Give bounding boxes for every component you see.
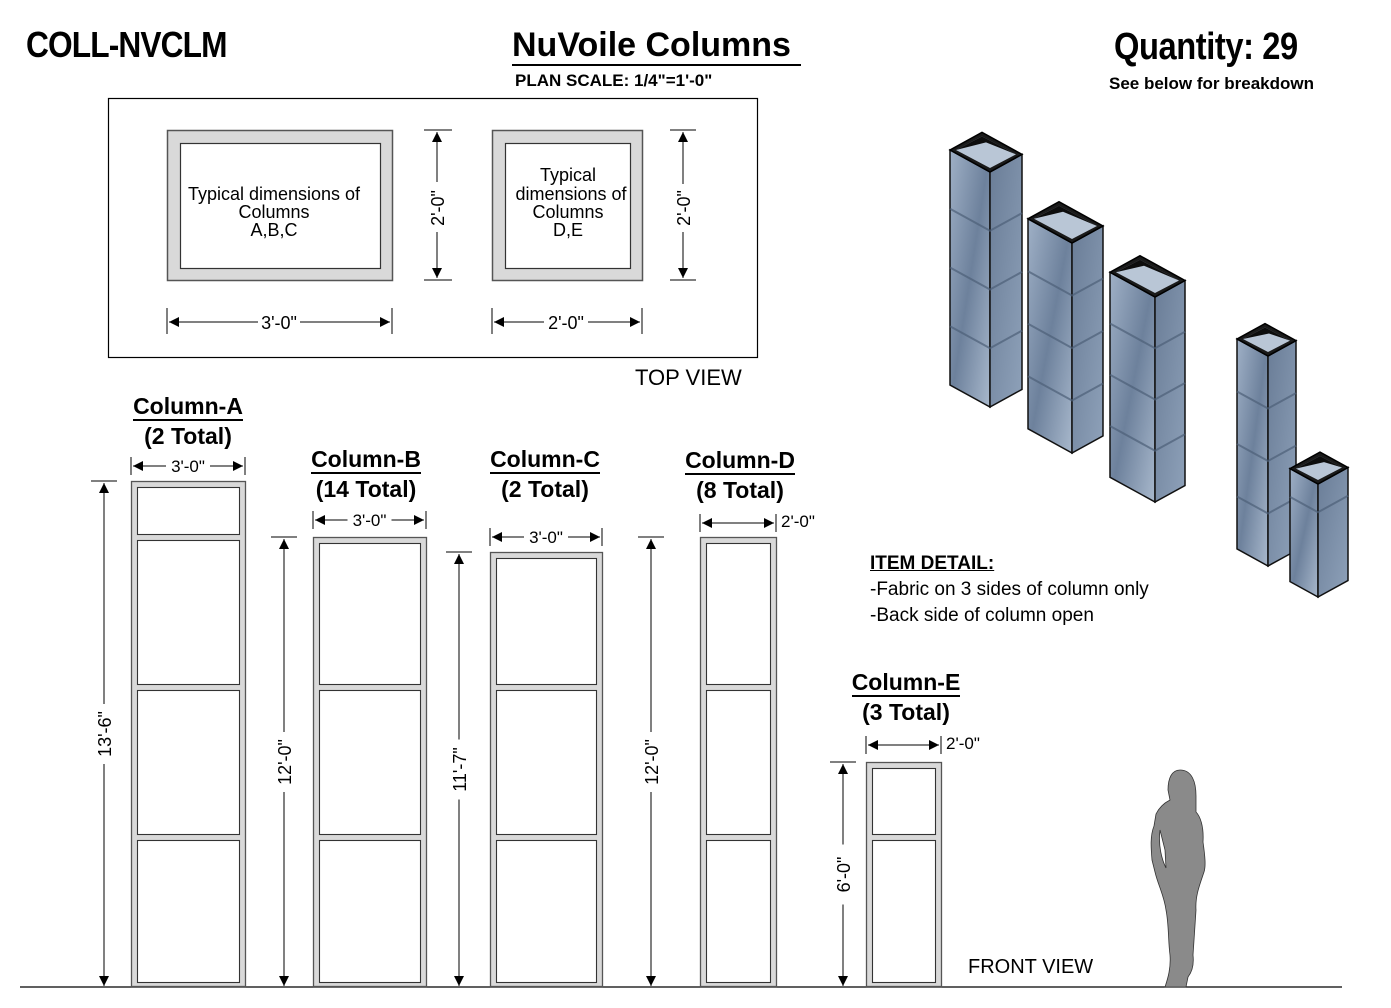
column-panel	[705, 689, 772, 836]
column-panel	[495, 557, 598, 686]
column-width-label: 3'-0"	[529, 528, 563, 547]
column-a-elevation: 13'-6" 3'-0"	[91, 457, 247, 988]
plan-de-caption-2: dimensions of	[515, 184, 627, 204]
column-e-heading: Column-E (3 Total)	[836, 667, 976, 727]
column-b-total: (14 Total)	[315, 476, 417, 502]
page-title: NuVoile Columns	[512, 26, 801, 66]
column-height-label: 12'-0"	[275, 739, 295, 785]
plan-de-width: 2'-0"	[548, 313, 584, 333]
column-panel	[495, 839, 598, 984]
column-e-total: (3 Total)	[862, 699, 950, 725]
column-c-elevation: 11'-7" 3'-0"	[446, 528, 604, 988]
product-code: COLL-NVCLM	[26, 24, 227, 65]
top-view-label: TOP VIEW	[635, 365, 742, 390]
column-a-heading: Column-A (2 Total)	[118, 391, 258, 451]
column-panel	[136, 839, 241, 984]
iso-column-e	[1288, 451, 1350, 599]
front-view-columns: 13'-6" 3'-0" 12'-0" 3'-0" 11'-7" 3'-0" 12'-0" 2…	[91, 457, 980, 988]
column-height-label: 13'-6"	[95, 711, 115, 757]
plan-de-caption-3: Columns	[532, 202, 603, 222]
isometric-renderings	[948, 131, 1350, 599]
column-c-name: Column-C	[490, 446, 600, 474]
column-panel	[705, 542, 772, 686]
column-width-label: 2'-0"	[946, 734, 980, 753]
column-panel	[318, 542, 422, 686]
column-a-total: (2 Total)	[144, 423, 232, 449]
item-detail-heading: ITEM DETAIL:	[870, 553, 995, 574]
column-height-label: 11'-7"	[450, 747, 470, 792]
column-panel	[495, 689, 598, 836]
plan-de-depth: 2'-0"	[674, 190, 694, 226]
column-b-name: Column-B	[311, 446, 421, 474]
column-d-elevation: 12'-0" 2'-0"	[638, 512, 815, 988]
column-panel	[705, 839, 772, 984]
human-silhouette-icon	[1150, 769, 1206, 988]
iso-column-a	[948, 131, 1024, 409]
column-width-label: 3'-0"	[171, 457, 205, 476]
iso-column-c	[1108, 254, 1187, 504]
column-panel	[136, 689, 241, 836]
plan-de: Typical dimensions of Columns D,E 2'-0" …	[491, 129, 696, 334]
column-e-elevation: 6'-0" 2'-0"	[830, 734, 980, 988]
column-b-heading: Column-B (14 Total)	[296, 444, 436, 504]
quantity-subtitle: See below for breakdown	[1109, 74, 1314, 93]
column-d-heading: Column-D (8 Total)	[670, 445, 810, 505]
column-e-name: Column-E	[851, 669, 961, 697]
item-detail-line-1: -Fabric on 3 sides of column only	[870, 579, 1149, 600]
column-c-heading: Column-C (2 Total)	[475, 444, 615, 504]
column-width-label: 3'-0"	[353, 511, 387, 530]
column-d-name: Column-D	[685, 447, 795, 475]
column-height-label: 12'-0"	[642, 739, 662, 785]
column-a-name: Column-A	[133, 393, 243, 421]
plan-abc-caption-3: A,B,C	[250, 220, 297, 240]
iso-column-d	[1235, 322, 1298, 568]
column-panel	[871, 839, 937, 984]
column-panel	[318, 689, 422, 836]
plan-de-caption-4: D,E	[553, 220, 583, 240]
plan-abc: Typical dimensions of Columns A,B,C 3'-0…	[166, 129, 452, 334]
plan-abc-depth: 2'-0"	[428, 190, 448, 226]
column-width-label: 2'-0"	[781, 512, 815, 531]
iso-column-b	[1026, 200, 1105, 455]
item-detail: ITEM DETAIL: -Fabric on 3 sides of colum…	[870, 551, 1149, 629]
column-panel	[136, 486, 241, 536]
column-height-label: 6'-0"	[834, 857, 854, 893]
column-b-elevation: 12'-0" 3'-0"	[271, 511, 428, 988]
front-view-label: FRONT VIEW	[968, 956, 1094, 978]
column-c-total: (2 Total)	[501, 476, 589, 502]
plan-abc-caption-2: Columns	[238, 202, 309, 222]
column-d-total: (8 Total)	[696, 477, 784, 503]
plan-de-caption-1: Typical	[540, 165, 596, 185]
scale-label: PLAN SCALE: 1/4"=1'-0"	[515, 71, 713, 90]
plan-abc-caption-1: Typical dimensions of	[188, 184, 361, 204]
quantity-label: Quantity: 29	[1114, 26, 1298, 68]
column-panel	[871, 767, 937, 836]
column-panel	[136, 539, 241, 686]
item-detail-line-2: -Back side of column open	[870, 605, 1094, 626]
plan-abc-width: 3'-0"	[261, 313, 297, 333]
top-view-frame	[107, 97, 759, 359]
column-panel	[318, 839, 422, 984]
